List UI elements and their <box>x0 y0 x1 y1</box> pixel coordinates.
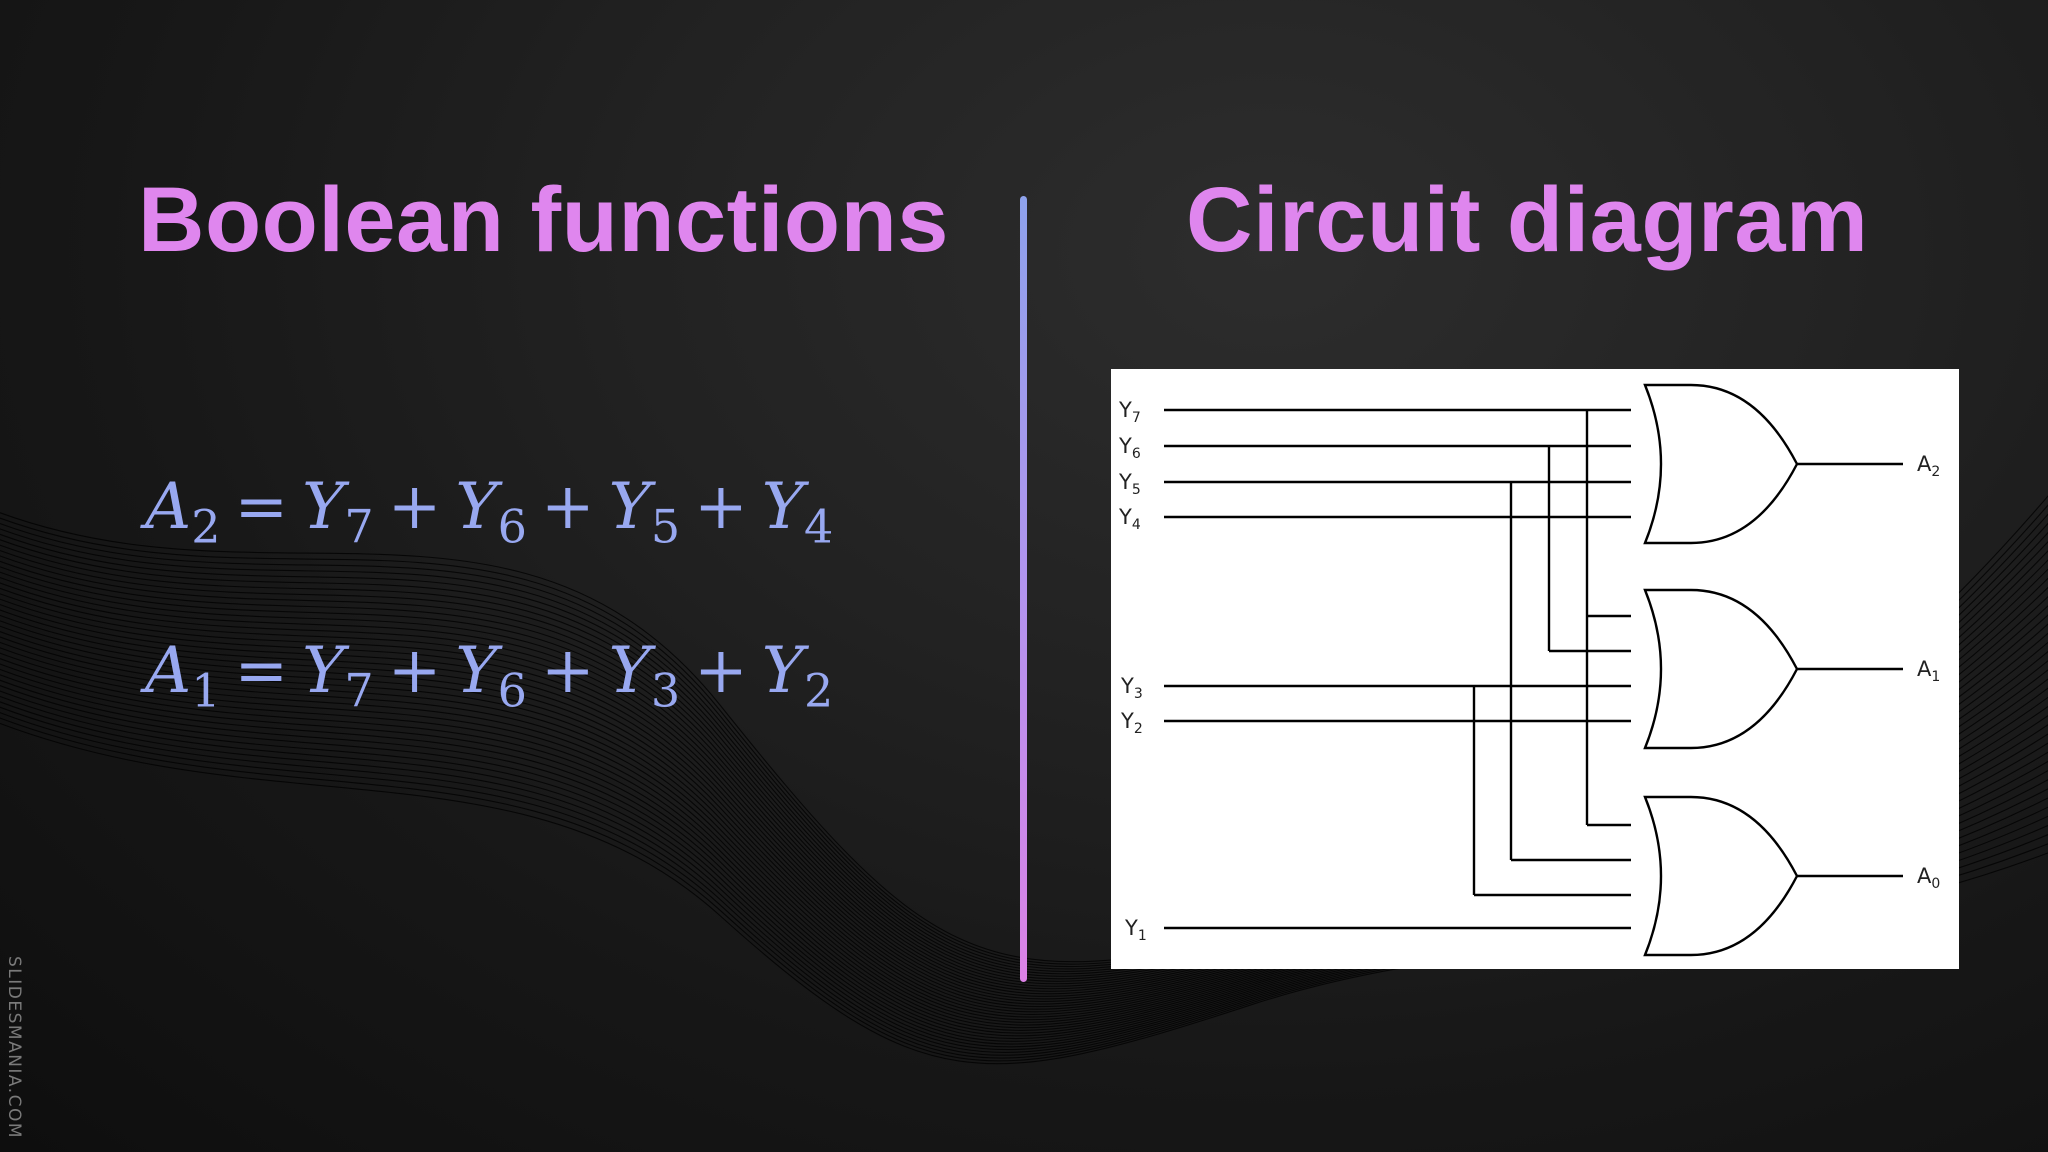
eq-plus: + <box>387 470 442 544</box>
input-label-y2: Y2 <box>1120 709 1143 737</box>
eq-term: Y7 <box>302 634 374 718</box>
input-label-y5: Y5 <box>1118 470 1141 498</box>
input-label-y3: Y3 <box>1120 674 1143 702</box>
or-gate-a1 <box>1643 588 1799 750</box>
boolean-functions-heading: Boolean functions <box>138 169 949 271</box>
or-gate-a2 <box>1643 383 1799 545</box>
eq-plus: + <box>540 470 595 544</box>
eq-lhs: A2 <box>145 470 221 554</box>
circuit-diagram-heading: Circuit diagram <box>1186 169 1869 271</box>
eq-term: Y6 <box>455 470 527 554</box>
eq-plus: + <box>694 470 748 544</box>
eq-equals: = <box>234 634 289 708</box>
slidesmania-watermark: SLIDESMANIA.COM <box>4 956 24 1140</box>
output-label-a1: A1 <box>1917 657 1940 685</box>
eq-lhs: A1 <box>145 634 221 718</box>
vertical-divider <box>1020 196 1027 982</box>
eq-term: Y7 <box>302 470 374 554</box>
eq-plus: + <box>694 634 748 708</box>
eq-term: Y2 <box>761 634 834 718</box>
eq-term: Y5 <box>608 470 681 554</box>
output-label-a2: A2 <box>1917 452 1940 480</box>
eq-plus: + <box>387 634 442 708</box>
eq-term: Y6 <box>455 634 527 718</box>
circuit-diagram-panel: Y7 Y6 Y5 Y4 Y3 Y2 Y1 A2 A1 A0 <box>1111 369 1959 969</box>
or-gate-a0 <box>1643 795 1799 957</box>
input-label-y1: Y1 <box>1124 916 1147 944</box>
eq-plus: + <box>540 634 595 708</box>
eq-term: Y3 <box>608 634 681 718</box>
equation-a1: A1=Y7+Y6+Y3+Y2 <box>145 634 834 718</box>
input-label-y4: Y4 <box>1118 505 1141 533</box>
equation-a2: A2=Y7+Y6+Y5+Y4 <box>145 470 834 554</box>
eq-equals: = <box>234 470 289 544</box>
input-label-y6: Y6 <box>1118 434 1141 462</box>
input-label-y7: Y7 <box>1118 398 1141 426</box>
encoder-circuit: Y7 Y6 Y5 Y4 Y3 Y2 Y1 A2 A1 A0 <box>1118 383 1940 957</box>
eq-term: Y4 <box>761 470 834 554</box>
output-label-a0: A0 <box>1917 864 1940 892</box>
